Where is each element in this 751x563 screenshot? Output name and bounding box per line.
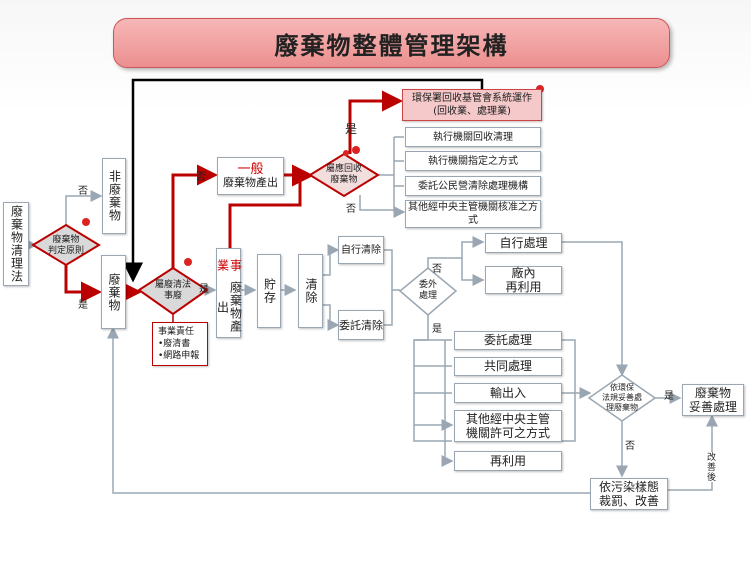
general-waste-box: 一般 廢棄物產出 — [217, 157, 284, 195]
general-red-label: 一般 — [237, 162, 264, 177]
entrust-clear-box: 委託清除 — [338, 310, 384, 340]
entrust-method-box: 再利用 — [454, 451, 562, 471]
penalty-improve-box: 依污染樣態 裁罰、改善 — [590, 478, 668, 510]
yes-label: 是 — [78, 300, 88, 311]
compliance-diamond-shape — [587, 374, 657, 422]
judge-diamond-shape — [31, 223, 101, 267]
business-waste-label: 廢棄物產出 — [215, 281, 243, 333]
compliance-diamond-label: 依環保 法規妥善處 理廢棄物 — [602, 383, 642, 412]
page-title: 廢棄物整體管理架構 — [113, 18, 670, 68]
factory-reuse-box: 廠內 再利用 — [485, 266, 562, 294]
improved-label: 改善後 — [704, 452, 717, 482]
business-duty-box: 事業責任 •廢清書 •網路申報 — [152, 322, 208, 366]
business-waste-box: 事業廢棄物產出 — [215, 248, 243, 338]
proper-treatment-box: 廢棄物 妥善處理 — [682, 384, 744, 416]
entrust-method-box: 共同處理 — [454, 357, 562, 376]
business-waste-red-label: 事業 — [215, 258, 243, 272]
entrust-method-box: 委託處理 — [454, 331, 562, 350]
entrust-method-box: 輸出入 — [454, 383, 562, 403]
recycle-diamond-label: 屬應回收 廢棄物 — [325, 164, 362, 185]
epa-recycle-fund-box: 環保署回收基管會系統運作 (回收業、處理業) — [402, 89, 542, 121]
recycle-method-box: 其他經中央主管機關核准之方式 — [405, 200, 541, 228]
clear-box: 清除 — [298, 254, 323, 328]
recycle-method-box: 執行機關指定之方式 — [405, 151, 541, 171]
cleanup-diamond-shape — [137, 266, 209, 316]
yes-label-compliance: 是 — [664, 391, 674, 402]
yes-label-outsource: 是 — [432, 324, 442, 335]
self-process-box: 自行處理 — [485, 233, 562, 253]
judge-diamond-label: 廢棄物 判定原則 — [47, 235, 84, 256]
business-duty-title: 事業責任 — [158, 327, 195, 337]
business-duty-item: •網路申報 — [158, 351, 200, 361]
no-label-compliance: 否 — [625, 441, 635, 452]
yes-label-business: 是 — [199, 284, 209, 295]
yes-label-recycle: 是 — [345, 122, 358, 136]
general-waste-label: 廢棄物產出 — [223, 176, 278, 189]
no-label: 否 — [78, 186, 88, 197]
cleanup-diamond-label: 屬廢清法 事廢 — [154, 280, 191, 301]
no-label-recycle: 否 — [346, 204, 356, 215]
waste-cleanup-act-box: 廢棄物清理法 — [3, 202, 29, 286]
no-label-outsource: 否 — [432, 264, 442, 275]
non-waste-box: 非廢棄物 — [102, 158, 126, 234]
outsource-diamond-shape — [398, 267, 458, 316]
business-duty-item: •廢清書 — [158, 339, 191, 349]
waste-box: 廢棄物 — [101, 255, 126, 329]
self-clear-box: 自行清除 — [338, 236, 384, 264]
no-label-general: 否 — [196, 172, 206, 183]
outsource-diamond-label: 委外 處理 — [418, 280, 437, 301]
recycle-diamond-shape — [308, 152, 380, 198]
recycle-method-box: 執行機關回收清理 — [405, 127, 541, 147]
storage-box: 貯存 — [257, 254, 281, 328]
recycle-method-box: 委託公民營清除處理機構 — [405, 176, 541, 196]
entrust-method-box: 其他經中央主管 機關許可之方式 — [454, 410, 562, 442]
